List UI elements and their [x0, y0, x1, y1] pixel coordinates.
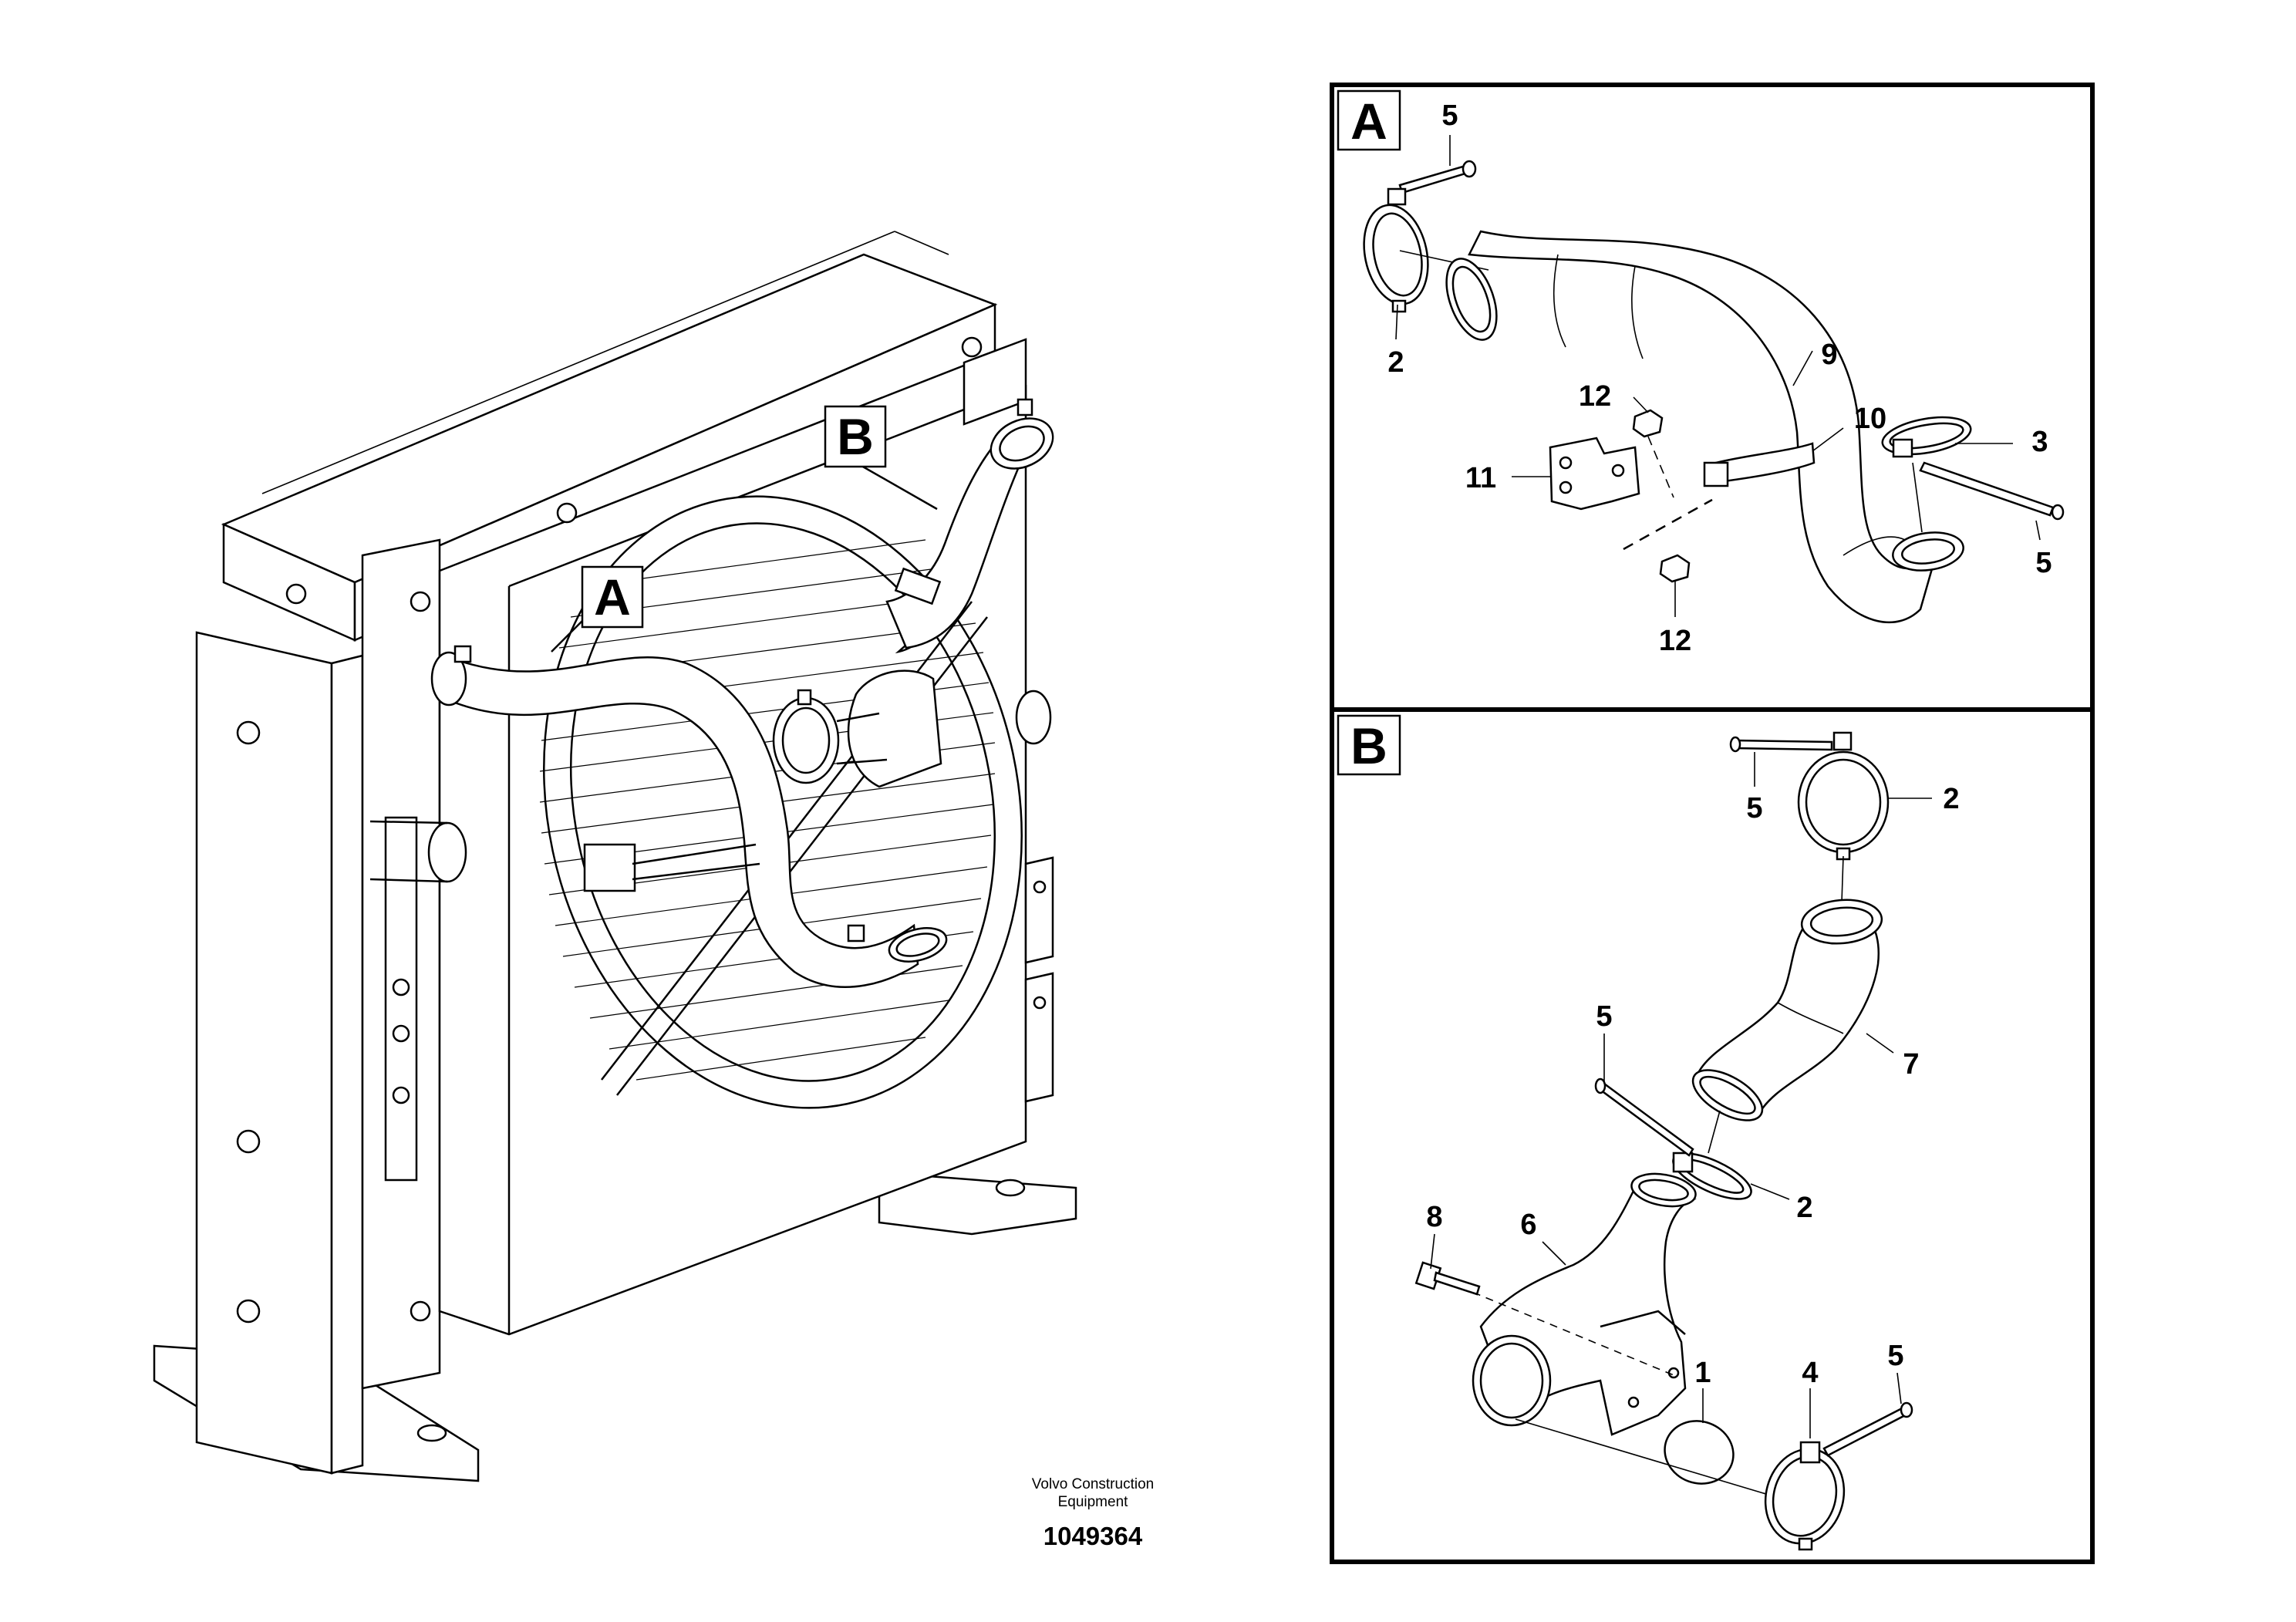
callout-a-9: 9 [1821, 339, 1837, 371]
detail-b-hose-7 [1691, 899, 1883, 1154]
detail-a-clamp-10 [1703, 442, 1816, 487]
detail-b-oring-1 [1515, 1388, 1813, 1509]
callout-b-4: 4 [1802, 1357, 1818, 1389]
detail-b-leaders [1542, 752, 1932, 1266]
callout-b-6: 6 [1520, 1209, 1536, 1241]
detail-a: A [1337, 89, 2065, 657]
callout-a-10: 10 [1854, 403, 1886, 435]
detail-b-bolt-8 [1414, 1233, 1481, 1296]
callout-b-2-top: 2 [1943, 783, 1959, 815]
detail-a-bracket-11 [1549, 437, 1640, 511]
detail-b-clamp-2-top [1729, 731, 1890, 903]
overview-hose-b [772, 398, 1054, 788]
manufacturer-line-2: Equipment [1058, 1494, 1129, 1510]
overview-label-a: A [551, 565, 644, 653]
callout-b-1: 1 [1694, 1357, 1711, 1389]
callout-b-2-mid: 2 [1796, 1192, 1812, 1224]
detail-a-hose-9 [1445, 230, 1964, 624]
callout-a-2: 2 [1387, 346, 1404, 379]
overview-assembly: A B [153, 231, 1077, 1482]
radiator-right-frame [963, 338, 1054, 1103]
detail-b-pipe-6 [1434, 1172, 1697, 1436]
detail-a-letter: A [1350, 93, 1387, 150]
drawing-caption: Volvo Construction Equipment 1049364 [1032, 1476, 1154, 1550]
overview-hose-a [430, 645, 948, 988]
overview-label-b-text: B [837, 408, 874, 465]
callout-b-7: 7 [1903, 1048, 1919, 1081]
manufacturer-line-1: Volvo Construction [1032, 1476, 1154, 1492]
drawing-number: 1049364 [1043, 1522, 1143, 1550]
callout-a-11: 11 [1465, 462, 1496, 494]
detail-b-clamp-2-mid [1594, 1077, 1752, 1200]
callout-a-12-top: 12 [1579, 380, 1611, 413]
detail-frame [1330, 83, 2095, 1564]
radiator-left-frame [195, 538, 441, 1475]
detail-b-letter: B [1350, 717, 1387, 774]
callout-a-3: 3 [2031, 426, 2048, 458]
callout-a-5-top: 5 [1441, 99, 1458, 132]
callout-a-12-bottom: 12 [1659, 625, 1691, 657]
callout-a-5-right: 5 [2035, 547, 2052, 579]
callout-b-8: 8 [1426, 1201, 1442, 1233]
detail-a-callouts: 5 2 9 12 10 3 11 5 12 [1387, 99, 2052, 657]
overview-label-a-text: A [594, 568, 631, 626]
callout-b-5-mid: 5 [1596, 1000, 1612, 1033]
detail-a-clamp-3 [1881, 416, 2065, 533]
callout-b-5-top: 5 [1746, 792, 1762, 824]
detail-b-clamp-4 [1764, 1372, 1913, 1551]
overview-label-b: B [824, 405, 938, 511]
detail-a-nuts-12 [1623, 409, 1713, 583]
detail-b-callouts: 5 2 5 7 2 8 6 1 4 5 [1426, 783, 1959, 1389]
detail-a-leaders [1395, 135, 2041, 617]
detail-b: B [1337, 714, 1960, 1551]
detail-a-clamp-2 [1363, 160, 1489, 313]
callout-b-5-bottom: 5 [1887, 1340, 1903, 1372]
